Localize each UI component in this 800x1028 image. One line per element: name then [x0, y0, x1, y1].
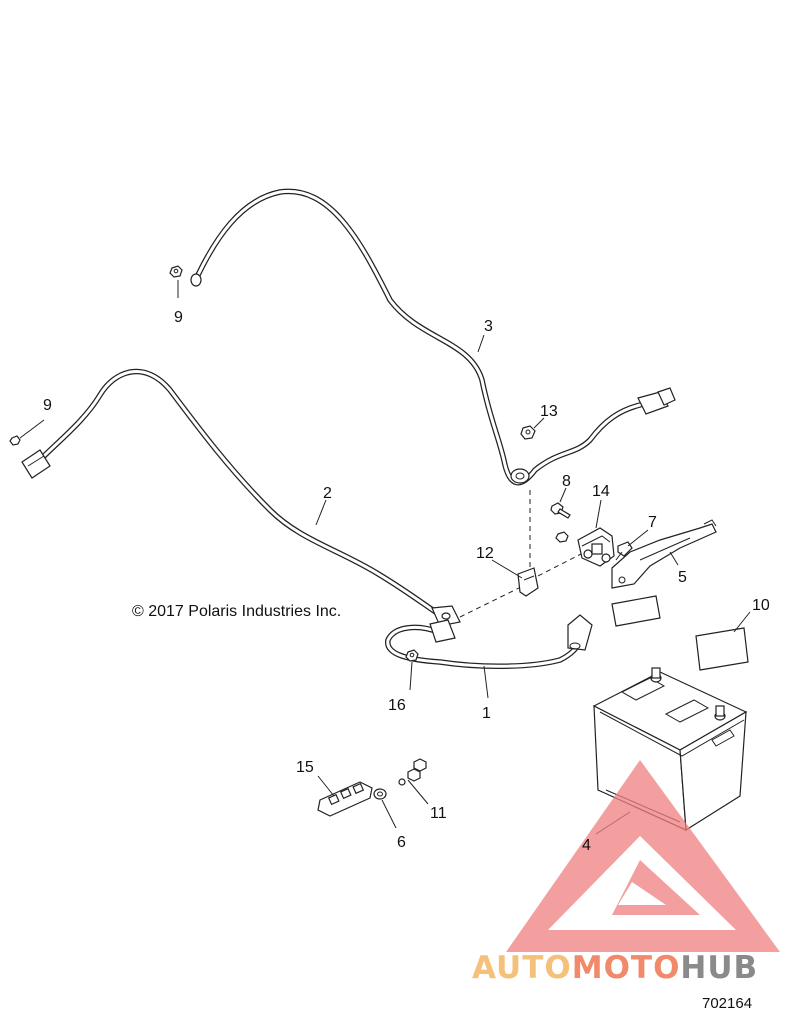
bracket-5 — [611, 519, 717, 589]
cable-2 — [21, 368, 461, 627]
clip-12 — [517, 567, 539, 597]
callout-5: 5 — [678, 569, 687, 586]
callout-8: 8 — [562, 473, 571, 490]
nut-9-upper — [169, 265, 183, 278]
callout-7: 7 — [648, 514, 657, 531]
assembly-line — [529, 551, 586, 581]
callout-14: 14 — [592, 483, 610, 500]
nut-16 — [405, 649, 419, 662]
watermark-text: AUTOMOTOHUB — [472, 950, 758, 986]
bolt-8 — [550, 502, 571, 519]
callout-10: 10 — [752, 597, 770, 614]
callout-15: 15 — [296, 759, 314, 776]
watermark-word-auto: AUTO — [472, 950, 572, 986]
pad — [611, 595, 661, 627]
callout-3: 3 — [484, 318, 493, 335]
assembly-line — [459, 584, 526, 618]
callout-12: 12 — [476, 545, 494, 562]
bolt-14 — [555, 531, 569, 543]
callout-1: 1 — [482, 705, 491, 722]
nut-13 — [520, 425, 536, 440]
callout-11: 11 — [430, 805, 447, 822]
callout-13: 13 — [540, 403, 558, 420]
watermark-word-moto: MOTO — [572, 950, 681, 986]
relay-14 — [577, 527, 615, 567]
terminal-block-15 — [317, 781, 373, 817]
figure-number: 702164 — [702, 995, 752, 1012]
callout-16: 16 — [388, 697, 406, 714]
callout-2: 2 — [323, 485, 332, 502]
callout-6: 6 — [397, 834, 406, 851]
watermark-word-hub: HUB — [680, 950, 758, 986]
cable-1 — [385, 614, 593, 669]
callout-9-left: 9 — [43, 397, 52, 414]
callout-4: 4 — [582, 837, 591, 854]
pad-10 — [695, 627, 749, 671]
copyright-notice: © 2017 Polaris Industries Inc. — [132, 603, 341, 620]
watermark-logo — [506, 760, 780, 952]
nut-9-left — [9, 435, 21, 446]
callout-9-upper: 9 — [174, 309, 183, 326]
cable-3 — [190, 188, 676, 486]
washer-6 — [373, 788, 387, 800]
nut-11 — [398, 758, 427, 786]
